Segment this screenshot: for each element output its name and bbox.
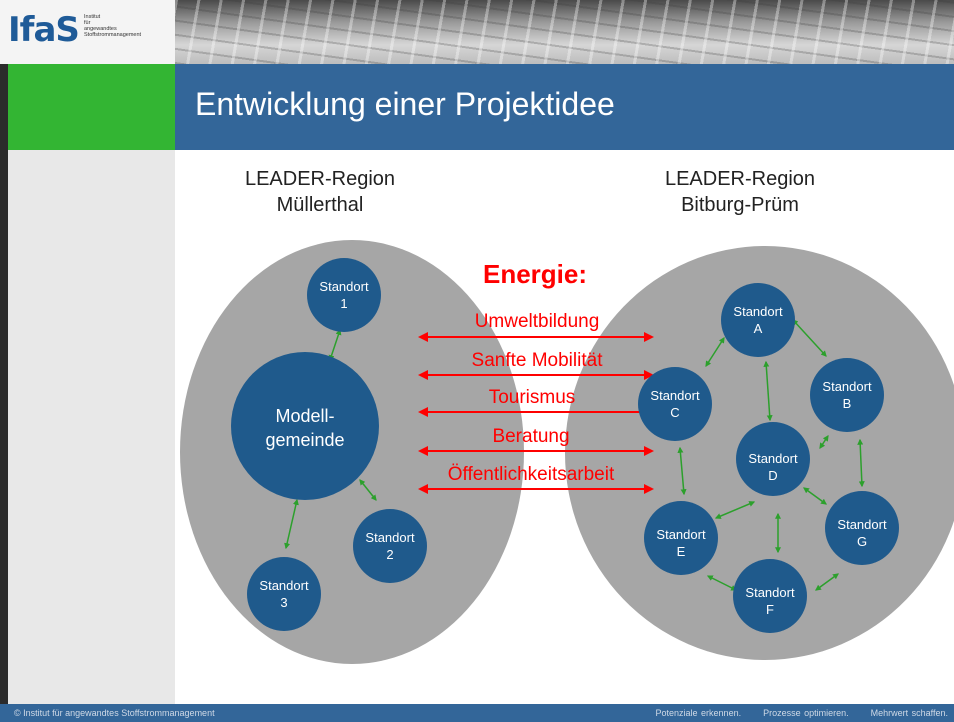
node-standort-c [638, 367, 712, 441]
node-label: A [754, 321, 763, 336]
node-label: 1 [340, 296, 347, 311]
slogan-part: Mehrwert schaffen. [870, 708, 948, 718]
node-label: D [768, 468, 777, 483]
node-label: 2 [386, 547, 393, 562]
node-standort-a [721, 283, 795, 357]
node-label: Standort [319, 279, 369, 294]
link-arrow [328, 328, 342, 362]
left-edge [0, 64, 8, 704]
node-standort-e [644, 501, 718, 575]
link-arrow [677, 446, 687, 496]
logo: IfaS Institut für angewandtes Stoffstrom… [0, 0, 175, 64]
accent-block [8, 64, 175, 150]
node-label: Standort [365, 530, 415, 545]
topic-label: Öffentlichkeitsarbeit [448, 464, 615, 485]
node-label: C [670, 405, 679, 420]
node-standort-3 [247, 557, 321, 631]
footer-copyright: © Institut für angewandtes Stoffstromman… [14, 708, 215, 718]
region-label-right: LEADER-Region Bitburg-Prüm [645, 166, 835, 218]
node-label: Modell- [275, 406, 334, 426]
region-name: Bitburg-Prüm [681, 194, 799, 216]
topic-label: Tourismus [489, 387, 576, 408]
region-name: Müllerthal [276, 194, 364, 216]
link-arrow [815, 573, 839, 591]
node-label: F [766, 602, 774, 617]
region-label-left: LEADER-Region Müllerthal [225, 166, 415, 218]
node-standort-b [810, 358, 884, 432]
node-label: E [677, 544, 686, 559]
logo-sub-line: Stoffstrommanagement [84, 32, 142, 38]
node-modellgemeinde [231, 352, 379, 500]
node-standort-g [825, 491, 899, 565]
topic-label: Sanfte Mobilität [472, 350, 604, 371]
link-arrow [803, 487, 827, 505]
node-label: Standort [259, 578, 309, 593]
node-label: Standort [748, 451, 798, 466]
topic-label: Beratung [492, 426, 569, 447]
node-label: Standort [822, 379, 872, 394]
node-label: Standort [650, 388, 700, 403]
logo-sub-line: für [84, 20, 91, 26]
link-arrow [857, 438, 865, 488]
topic-label: Umweltbildung [475, 311, 600, 332]
slogan-part: Prozesse optimieren. [763, 708, 849, 718]
node-label: Standort [733, 304, 783, 319]
node-standort-d [736, 422, 810, 496]
node-label: G [857, 534, 867, 549]
title-bar [175, 64, 954, 150]
logo-sub-line: Institut [84, 14, 101, 20]
node-standort-f [733, 559, 807, 633]
header-photo [175, 0, 954, 64]
node-standort-1 [307, 258, 381, 332]
logo-subtitle: Institut für angewandtes Stoffstrommanag… [84, 14, 141, 38]
node-label: 3 [280, 595, 287, 610]
link-arrow [819, 435, 829, 449]
node-label: Standort [656, 527, 706, 542]
link-arrow [714, 501, 756, 519]
node-standort-2 [353, 509, 427, 583]
slogan-part: Potenziale erkennen. [655, 708, 742, 718]
footer-slogan: Potenziale erkennen. Prozesse optimieren.… [634, 708, 948, 718]
logo-sub-line: angewandtes [84, 26, 117, 32]
node-label: gemeinde [265, 430, 344, 450]
node-label: Standort [745, 585, 795, 600]
slide-title: Entwicklung einer Projektidee [195, 86, 615, 122]
node-label: B [843, 396, 852, 411]
node-label: Standort [837, 517, 887, 532]
link-arrow [763, 360, 773, 422]
energy-heading: Energie: [483, 259, 587, 289]
logo-text: IfaS [8, 10, 80, 50]
region-name: LEADER-Region [664, 168, 816, 190]
link-arrow [792, 319, 827, 357]
link-arrow [706, 575, 738, 591]
link-arrow [359, 479, 377, 501]
footer: © Institut für angewandtes Stoffstromman… [0, 704, 954, 722]
region-name: LEADER-Region [244, 168, 396, 190]
link-arrow [705, 336, 725, 368]
link-arrow [284, 498, 299, 550]
